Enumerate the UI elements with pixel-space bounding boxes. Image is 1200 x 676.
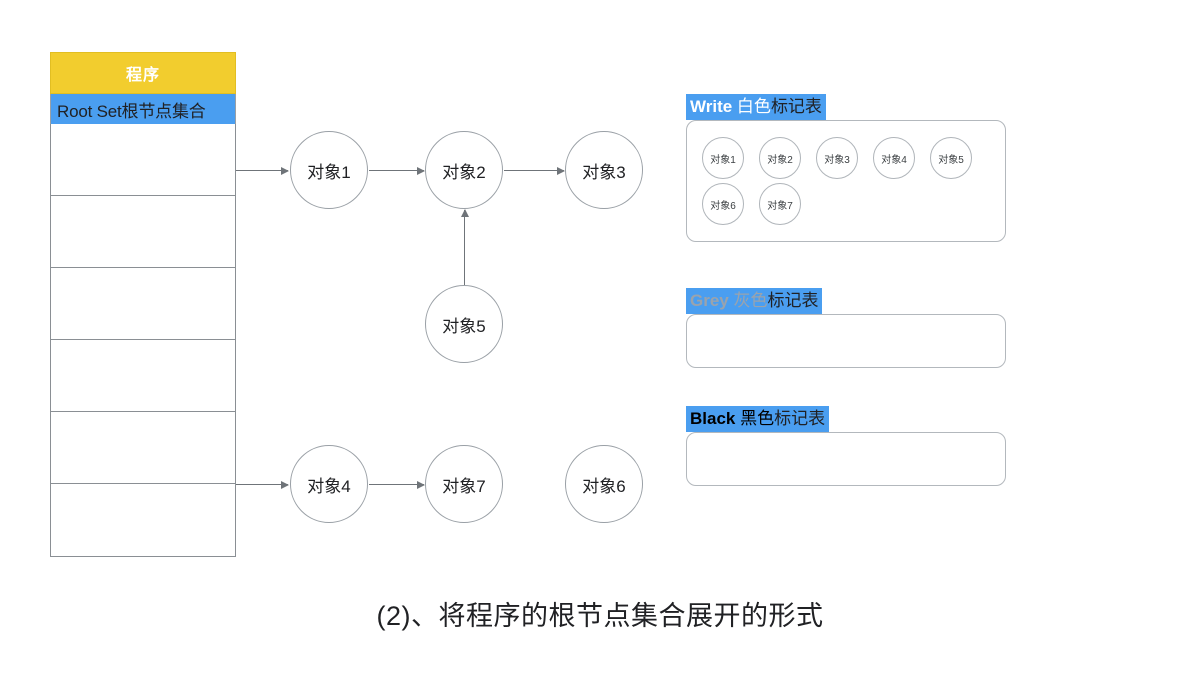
mark-table-black-keyword: Black bbox=[690, 409, 736, 428]
graph-node-obj6[interactable]: 对象6 bbox=[565, 445, 643, 523]
mark-table-grey-tail: 标记表 bbox=[767, 291, 819, 310]
mark-item-obj1[interactable]: 对象1 bbox=[702, 137, 744, 179]
mark-table-write-color-word: 白色 bbox=[732, 97, 771, 116]
graph-node-obj3[interactable]: 对象3 bbox=[565, 131, 643, 209]
mark-table-grey-keyword: Grey bbox=[690, 291, 729, 310]
root-set-slot bbox=[51, 196, 235, 268]
mark-item-obj6[interactable]: 对象6 bbox=[702, 183, 744, 225]
edge-rootslot5-to-obj4 bbox=[236, 480, 289, 489]
root-set-slot bbox=[51, 124, 235, 196]
mark-table-grey-box bbox=[686, 314, 1006, 368]
graph-node-obj4[interactable]: 对象4 bbox=[290, 445, 368, 523]
graph-node-obj2[interactable]: 对象2 bbox=[425, 131, 503, 209]
mark-table-grey: Grey 灰色标记表 bbox=[686, 288, 1006, 398]
mark-table-write-keyword: Write bbox=[690, 97, 733, 116]
edge-obj4-to-obj7 bbox=[369, 480, 425, 489]
mark-item-obj4[interactable]: 对象4 bbox=[873, 137, 915, 179]
edge-obj1-to-obj2 bbox=[369, 166, 425, 175]
edge-obj2-to-obj3 bbox=[504, 166, 565, 175]
root-set-slot bbox=[51, 340, 235, 412]
mark-table-black-tail: 标记表 bbox=[774, 409, 826, 428]
mark-table-black: Black 黑色标记表 bbox=[686, 406, 1006, 516]
mark-table-write-label: Write 白色标记表 bbox=[686, 94, 826, 121]
program-root-set-table: 程序 Root Set根节点集合 bbox=[50, 52, 236, 557]
mark-item-obj3[interactable]: 对象3 bbox=[816, 137, 858, 179]
root-set-slot bbox=[51, 412, 235, 484]
mark-item-obj7[interactable]: 对象7 bbox=[759, 183, 801, 225]
edge-rootslot1-to-obj1 bbox=[236, 166, 289, 175]
figure-caption: (2)、将程序的根节点集合展开的形式 bbox=[376, 601, 824, 631]
mark-table-black-box bbox=[686, 432, 1006, 486]
mark-table-write-box: 对象1 对象2 对象3 对象4 对象5 对象6 对象7 bbox=[686, 120, 1006, 242]
root-set-slot bbox=[51, 484, 235, 556]
mark-table-write: Write 白色标记表 对象1 对象2 对象3 对象4 对象5 对象6 对象7 bbox=[686, 94, 1006, 254]
mark-table-grey-label: Grey 灰色标记表 bbox=[686, 288, 823, 315]
mark-table-black-label: Black 黑色标记表 bbox=[686, 406, 830, 433]
root-set-slot bbox=[51, 268, 235, 340]
mark-table-grey-color-word: 灰色 bbox=[728, 291, 768, 310]
mark-table-black-color-word: 黑色 bbox=[735, 409, 775, 428]
graph-node-obj1[interactable]: 对象1 bbox=[290, 131, 368, 209]
root-set-slot-list bbox=[50, 124, 236, 557]
mark-item-obj2[interactable]: 对象2 bbox=[759, 137, 801, 179]
graph-node-obj5[interactable]: 对象5 bbox=[425, 285, 503, 363]
root-set-header: Root Set根节点集合 bbox=[50, 94, 236, 124]
program-header: 程序 bbox=[50, 52, 236, 94]
mark-item-obj5[interactable]: 对象5 bbox=[930, 137, 972, 179]
edge-obj5-to-obj2 bbox=[460, 209, 469, 285]
mark-table-write-tail: 标记表 bbox=[770, 97, 822, 116]
graph-node-obj7[interactable]: 对象7 bbox=[425, 445, 503, 523]
